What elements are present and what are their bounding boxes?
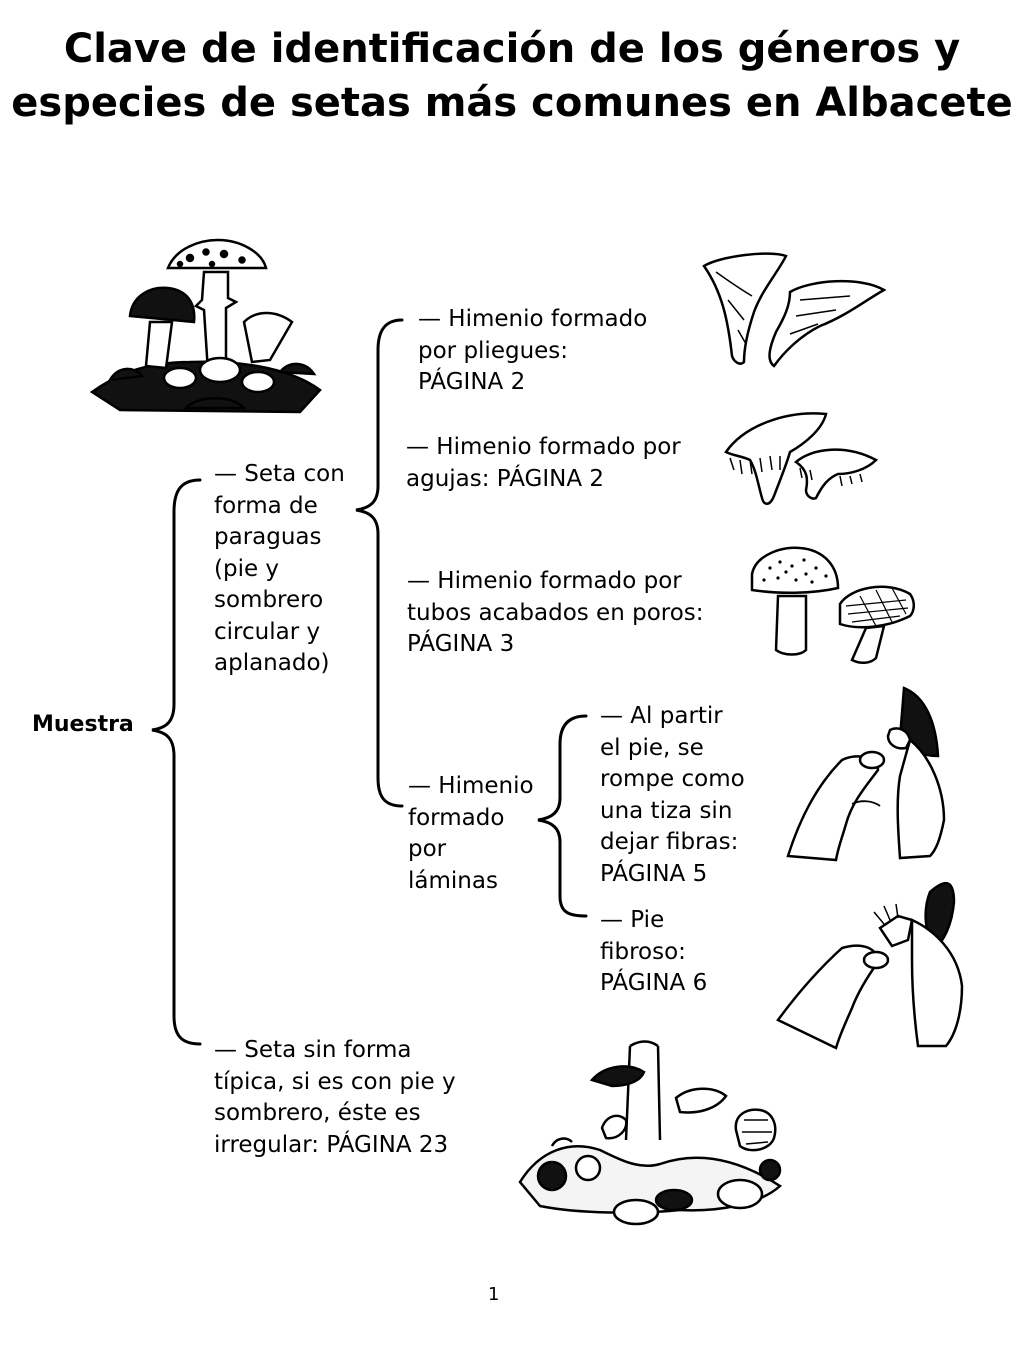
- node-umbrella-shaped: — Seta con forma de paraguas (pie y somb…: [214, 461, 345, 676]
- page-title: Clave de identificación de los géneros y…: [0, 22, 1024, 130]
- node-hymenium-needles: — Himenio formado por agujas: PÁGINA 2: [406, 434, 681, 492]
- title-line-1: Clave de identificación de los géneros y: [63, 26, 961, 72]
- title-line-2: especies de setas más comunes en Albacet…: [11, 80, 1013, 126]
- node-chalk-break-stem: — Al partir el pie, se rompe como una ti…: [600, 703, 745, 887]
- root-label-sample: Muestra: [32, 712, 134, 737]
- brittle-stem-hands-illustration: [786, 686, 946, 862]
- boletus-illustration: [750, 546, 915, 664]
- chanterelle-illustration: [702, 252, 887, 368]
- brace-root: [151, 478, 202, 1046]
- brace-umbrella: [355, 318, 404, 808]
- hydnum-illustration: [724, 412, 879, 505]
- fibrous-stem-hands-illustration: [776, 881, 964, 1050]
- node-fibrous-stem: — Pie fibroso: PÁGINA 6: [600, 907, 708, 996]
- node-atypical-shape: — Seta sin forma típica, si es con pie y…: [214, 1037, 456, 1158]
- page-number: 1: [488, 1284, 500, 1305]
- mushroom-group-illustration: [89, 238, 322, 414]
- node-hymenium-gills: — Himenio formado por láminas: [408, 773, 534, 894]
- node-hymenium-tubes: — Himenio formado por tubos acabados en …: [407, 568, 704, 657]
- node-hymenium-folds: — Himenio formado por pliegues: PÁGINA 2: [418, 306, 648, 395]
- brace-gills: [537, 714, 588, 918]
- irregular-fungi-illustration: [518, 1040, 783, 1226]
